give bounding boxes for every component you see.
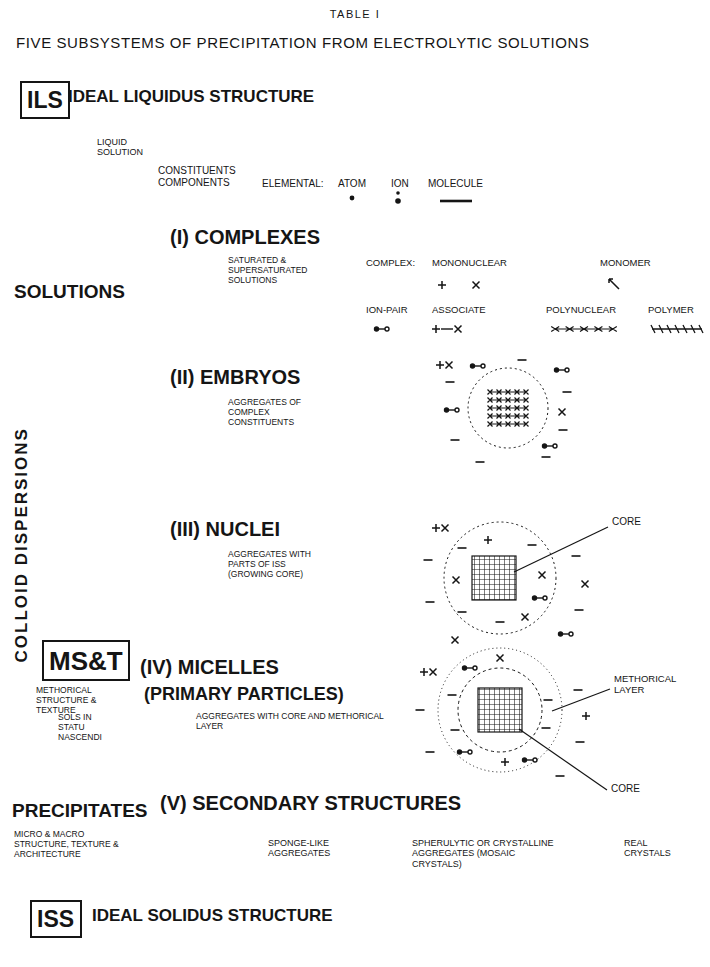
note-text: AGGREGATES WITH PARTS OF ISS (GROWING CO… [228, 550, 326, 579]
boxed-abbreviation: MS&T [42, 640, 130, 681]
category-label: COMPLEX: [366, 258, 415, 269]
note-text: LIQUID SOLUTION [97, 137, 149, 158]
species-name: MOLECULE [428, 178, 483, 190]
callout-label: CORE [611, 783, 640, 795]
callout-label: METHORICAL LAYER [614, 674, 688, 696]
note-text: MICRO & MACRO STRUCTURE, TEXTURE & ARCHI… [14, 830, 126, 859]
note-text: SOLS IN STATU NASCENDI [58, 713, 116, 742]
group-heading: COLLOID DISPERSIONS [12, 427, 32, 662]
note-text: AGGREGATES WITH CORE AND METHORICAL LAYE… [196, 712, 401, 732]
note-text: REAL CRYSTALS [624, 838, 686, 859]
subsystem-heading: (V) SECONDARY STRUCTURES [160, 792, 461, 815]
group-heading: SOLUTIONS [14, 281, 125, 303]
subsystem-heading: (III) NUCLEI [170, 518, 280, 541]
note-text: SPHERULYTIC OR CRYSTALLINE AGGREGATES (M… [412, 838, 557, 869]
boxed-abbreviation: ILS [20, 81, 70, 119]
table-number: TABLE I [330, 8, 381, 21]
subsystem-heading: (II) EMBRYOS [170, 366, 300, 389]
species-name: POLYNUCLEAR [546, 305, 616, 316]
group-heading: PRECIPITATES [12, 800, 147, 822]
title-text: FIVE SUBSYSTEMS OF PRECIPITATION FROM EL… [16, 34, 590, 51]
box-label: ILS [27, 88, 63, 113]
category-label: ELEMENTAL: [262, 178, 324, 190]
note-text: CONSTITUENTS COMPONENTS [158, 165, 242, 188]
subsystem-heading: (I) COMPLEXES [170, 226, 320, 249]
species-name: ION [391, 178, 409, 190]
species-name: MONONUCLEAR [432, 258, 507, 269]
species-name: POLYMER [648, 305, 694, 316]
box-label: ISS [37, 907, 74, 932]
subsystem-heading: (PRIMARY PARTICLES) [144, 684, 344, 705]
note-text: SPONGE-LIKE AGGREGATES [268, 838, 360, 859]
boxed-abbreviation: ISS [30, 900, 82, 938]
note-text: SATURATED & SUPERSATURATED SOLUTIONS [228, 256, 326, 285]
species-name: ASSOCIATE [432, 305, 486, 316]
level-heading: IDEAL SOLIDUS STRUCTURE [92, 906, 333, 926]
species-name: ION-PAIR [366, 305, 408, 316]
note-text: AGGREGATES OF COMPLEX CONSTITUENTS [228, 398, 320, 427]
box-label: MS&T [49, 647, 123, 676]
note-text: METHORICAL STRUCTURE & TEXTURE [36, 686, 138, 715]
level-heading: IDEAL LIQUIDUS STRUCTURE [68, 87, 314, 107]
subsystem-heading: (IV) MICELLES [140, 656, 279, 679]
species-name: MONOMER [600, 258, 651, 269]
species-name: ATOM [338, 178, 366, 190]
callout-label: CORE [612, 516, 641, 528]
